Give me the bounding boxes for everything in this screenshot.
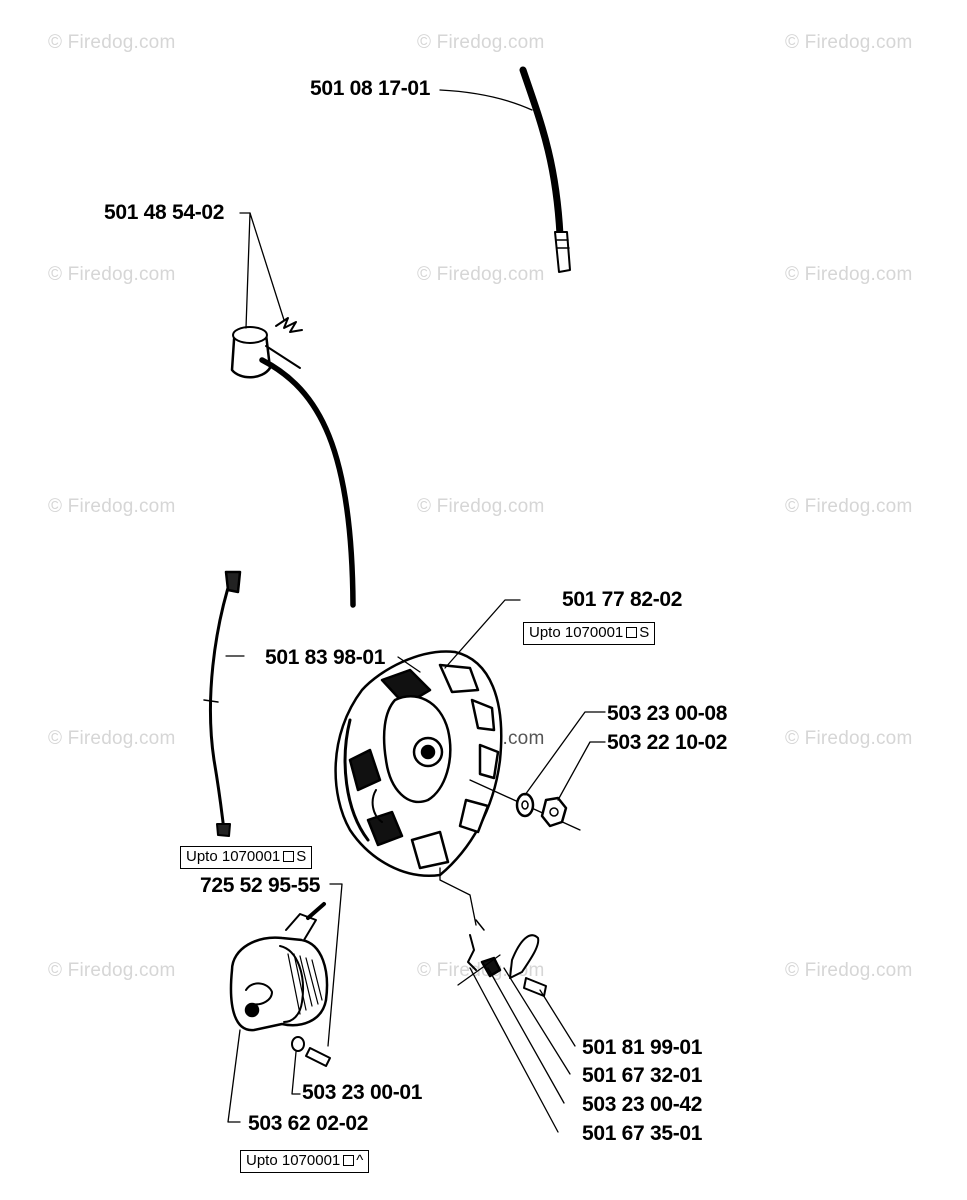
- watermark: © Firedog.com: [48, 32, 176, 53]
- watermark: © Firedog.com: [48, 496, 176, 517]
- part-number-label: 501 48 54-02: [104, 201, 225, 224]
- part-number-label: 501 83 98-01: [265, 646, 386, 669]
- serial-note-text: Upto 1070001: [186, 848, 281, 865]
- watermark: © Firedog.com: [48, 264, 176, 285]
- part-number-label: 503 22 10-02: [607, 731, 728, 754]
- part-number-label: 503 23 00-08: [607, 702, 728, 725]
- ignition-lead: [519, 66, 564, 239]
- part-number-label: 501 08 17-01: [310, 77, 431, 100]
- serial-note-suffix: ^: [356, 1152, 364, 1169]
- serial-note: Upto 1070001 S: [180, 846, 313, 869]
- module-screw: [305, 1047, 331, 1067]
- part-number-label: 725 52 95-55: [200, 874, 321, 897]
- spring-clip: [275, 317, 303, 333]
- short-circuit-cable: [208, 573, 234, 832]
- part-number-label: 503 23 00-01: [302, 1081, 423, 1104]
- serial-note: Upto 1070001 S: [523, 622, 656, 645]
- part-number-label: 501 67 32-01: [582, 1064, 703, 1087]
- stop-bracket: [509, 934, 540, 979]
- part-number-label: 501 67 35-01: [582, 1122, 703, 1145]
- part-number-label: 503 23 00-42: [582, 1093, 703, 1116]
- serial-note: Upto 1070001 ^: [240, 1150, 370, 1173]
- watermark: © Firedog.com: [417, 32, 545, 53]
- watermark: © Firedog.com: [785, 496, 913, 517]
- part-number-label: 501 77 82-02: [562, 588, 683, 611]
- square-icon: [626, 627, 638, 638]
- watermark: © Firedog.com: [417, 496, 545, 517]
- watermark: © Firedog.com: [48, 728, 176, 749]
- part-number-label: 503 62 02-02: [248, 1112, 369, 1135]
- watermark: © Firedog.com: [785, 264, 913, 285]
- serial-note-suffix: S: [296, 848, 307, 865]
- ignition-module: [229, 902, 329, 1032]
- square-icon: [343, 1155, 355, 1166]
- stop-washer: [480, 956, 502, 978]
- flywheel-nut: [540, 796, 568, 828]
- pin: [467, 934, 477, 971]
- watermark: © Firedog.com: [785, 728, 913, 749]
- part-number-label: 501 81 99-01: [582, 1036, 703, 1059]
- watermark: © Firedog.com: [48, 960, 176, 981]
- serial-note-suffix: S: [639, 624, 650, 641]
- serial-note-text: Upto 1070001: [246, 1152, 341, 1169]
- serial-note-text: Upto 1070001: [529, 624, 624, 641]
- flywheel: [334, 650, 503, 878]
- watermark: © Firedog.com: [417, 264, 545, 285]
- watermark: © Firedog.com: [785, 960, 913, 981]
- washer: [515, 792, 535, 818]
- watermark: © Firedog.com: [785, 32, 913, 53]
- square-icon: [283, 851, 295, 862]
